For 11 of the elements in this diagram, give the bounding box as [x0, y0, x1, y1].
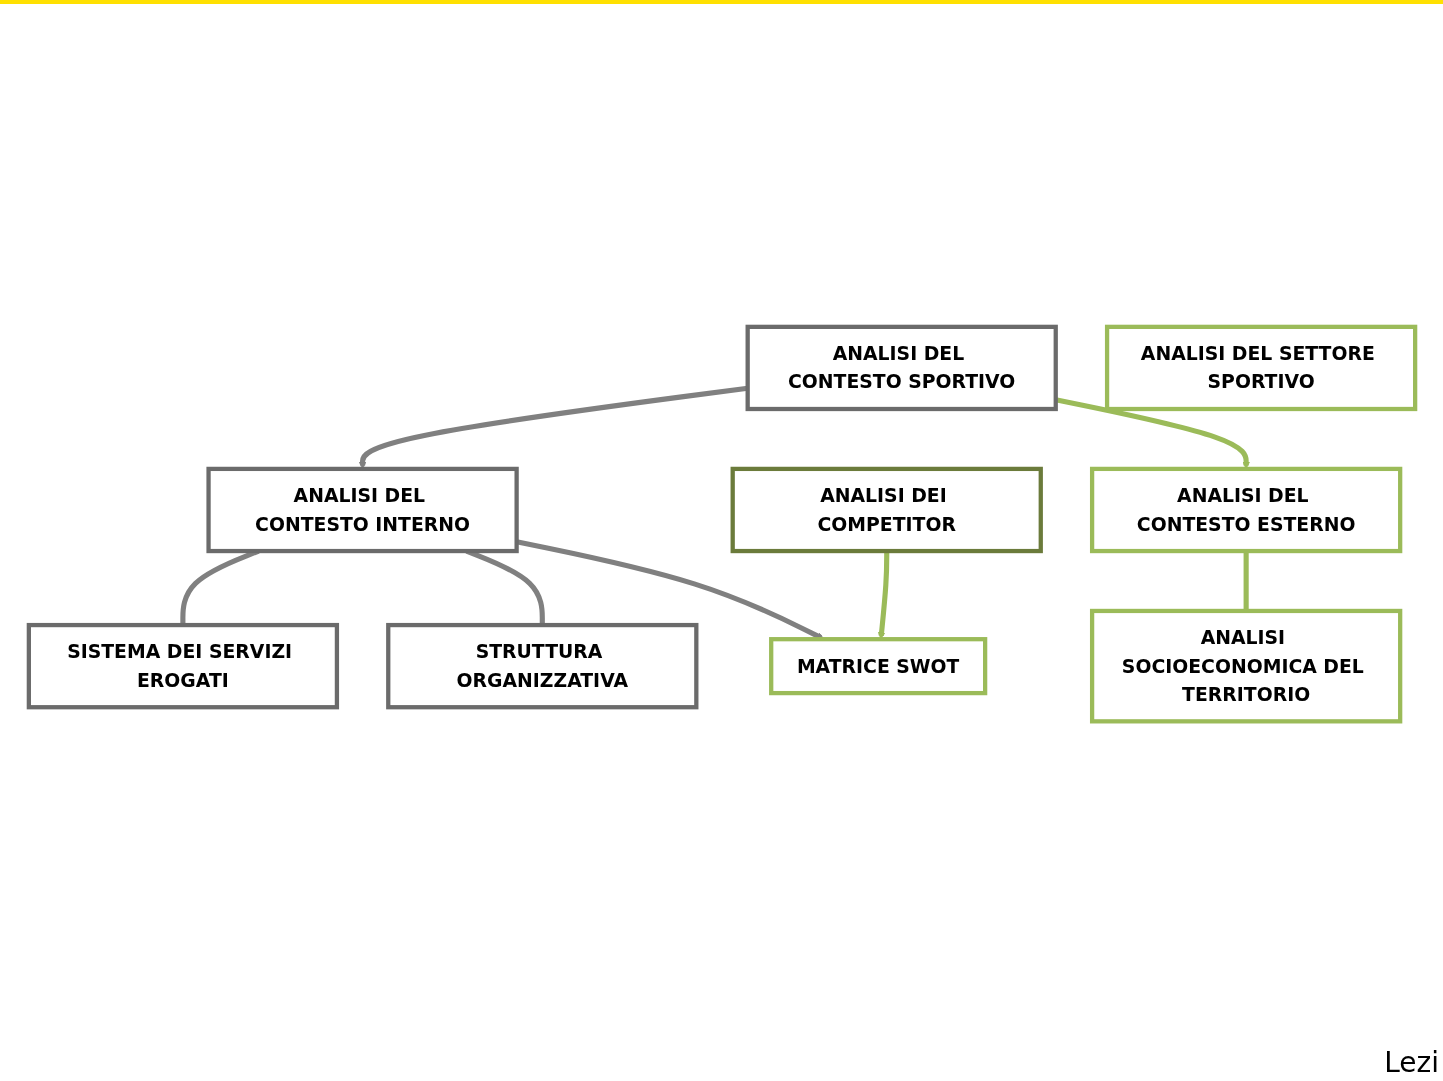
node-box: MATRICE SWOT — [768, 636, 987, 696]
node-box: ANALISI DEL CONTESTO INTERNO — [205, 466, 519, 554]
node-box: ANALISI DEI COMPETITOR — [730, 466, 1043, 554]
node-box: ANALISI DEL CONTESTO SPORTIVO — [745, 324, 1058, 412]
footer-text: Lezi — [1384, 1046, 1439, 1079]
node-box: SISTEMA DEI SERVIZI EROGATI — [26, 622, 339, 710]
node-box: ANALISI DEL SETTORE SPORTIVO — [1104, 324, 1417, 412]
node-box: ANALISI DEL CONTESTO ESTERNO — [1089, 466, 1402, 554]
node-box: ANALISI SOCIOECONOMICA DEL TERRITORIO — [1089, 608, 1402, 724]
connector — [1243, 550, 1249, 611]
node-box: STRUTTURA ORGANIZZATIVA — [385, 622, 698, 710]
